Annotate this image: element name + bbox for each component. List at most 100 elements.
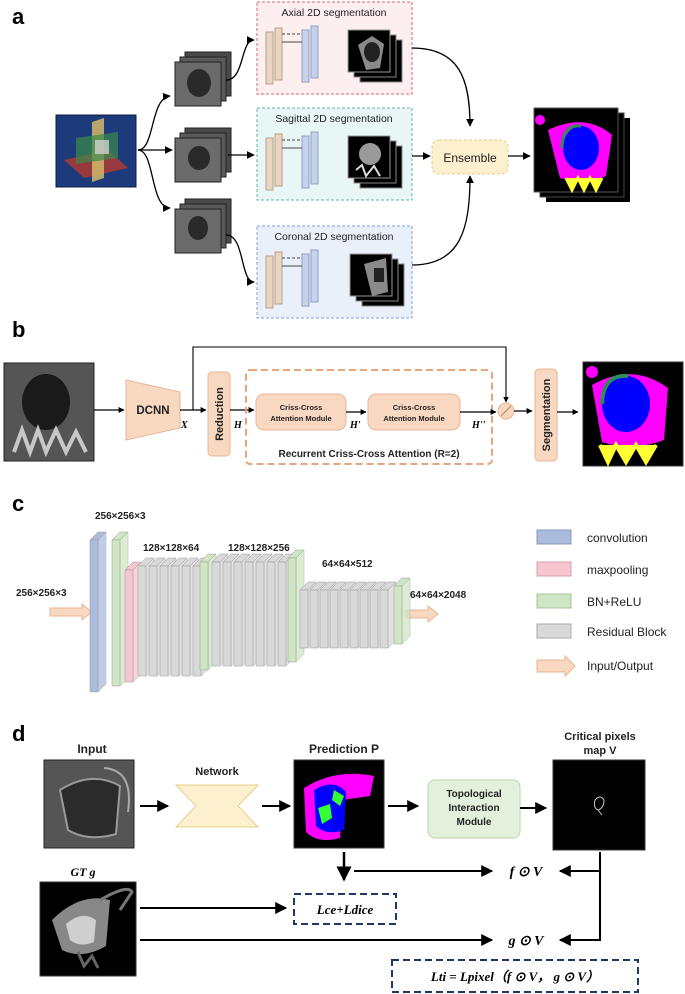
panel-label-a: a — [12, 4, 25, 29]
volume-3d-thumbnail — [55, 114, 137, 188]
sagittal-segmentation-box: Sagittal 2D segmentation — [256, 107, 413, 201]
gt-image — [39, 881, 137, 977]
coronal-segmentation-box: Coronal 2D segmentation — [256, 225, 413, 319]
residual-block — [379, 581, 397, 649]
loss-ce-dice-label: Lce+Ldice — [316, 902, 374, 917]
svg-text:Residual Block: Residual Block — [587, 625, 667, 639]
topological-interaction-module: Topological Interaction Module — [427, 779, 521, 839]
cca2-line2: Attention Module — [383, 414, 444, 423]
arrow-critical-fv — [558, 852, 601, 877]
output-segmentation-b — [582, 361, 684, 467]
coronal-encoder-blocks — [265, 249, 319, 309]
prediction-image — [293, 759, 385, 849]
critical-title-line2: map V — [583, 745, 617, 757]
coronal-slice-stack — [174, 198, 232, 254]
axial-label: Axial 2D segmentation — [281, 7, 386, 19]
sagittal-slice-stack — [174, 127, 232, 183]
axial-output-slices — [347, 29, 403, 83]
arrow-axial-net — [225, 36, 255, 81]
arrow-to-axial — [137, 92, 171, 151]
legend-maxpooling: maxpooling — [536, 561, 648, 577]
axial-encoder-blocks — [265, 25, 319, 85]
conv-block — [89, 531, 107, 693]
panel-a: a — [12, 1, 630, 319]
sagittal-output-slices — [347, 135, 403, 189]
svg-text:convolution: convolution — [587, 531, 648, 545]
loss-ti-label: Lti = Lpixel（f ⊙ V， g ⊙ V） — [430, 969, 599, 984]
coronal-label: Coronal 2D segmentation — [274, 231, 393, 243]
legend-c: convolution maxpooling BN+ReLU Residual … — [536, 529, 667, 678]
f-dot-v-label: f ⊙ V — [510, 865, 544, 880]
output-dim-label: 64×64×2048 — [410, 590, 467, 601]
network-shape — [174, 784, 260, 828]
segmentation-label: Segmentation — [541, 378, 553, 451]
feature-x-label: X — [180, 420, 188, 431]
conv-dim-label: 256×256×3 — [95, 511, 146, 522]
arrow-coronal-net — [225, 234, 255, 286]
legend-convolution: convolution — [536, 529, 648, 545]
concat-icon — [497, 402, 515, 420]
reduction-label: Reduction — [214, 387, 226, 441]
cca2-line1: Criss-Cross — [393, 403, 436, 412]
loss-ce-dice-box: Lce+Ldice — [293, 893, 397, 925]
segmentation-block: Segmentation — [534, 368, 558, 462]
critical-title-line1: Critical pixels — [564, 731, 636, 743]
final-3d-segmentation — [533, 107, 630, 202]
resnet-architecture — [89, 531, 411, 693]
critical-pixels-map — [552, 759, 646, 851]
input-image-d — [43, 759, 135, 849]
dcnn-label: DCNN — [136, 405, 169, 417]
sagittal-label: Sagittal 2D segmentation — [275, 113, 392, 125]
axial-segmentation-box: Axial 2D segmentation — [256, 1, 413, 95]
arrow-critical-gv — [558, 871, 601, 946]
svg-text:maxpooling: maxpooling — [587, 563, 648, 577]
loss-ti-box: Lti = Lpixel（f ⊙ V， g ⊙ V） — [391, 959, 639, 993]
prediction-title: Prediction P — [309, 742, 379, 756]
arrow-to-coronal — [137, 149, 171, 212]
stage2-dim-label: 128×128×256 — [228, 543, 290, 554]
feature-h-label: H — [233, 420, 243, 431]
svg-text:BN+ReLU: BN+ReLU — [587, 595, 641, 609]
arrow-coronal-ensemble — [411, 175, 474, 266]
arrow-axial-ensemble — [411, 47, 474, 127]
output-arrow-c — [405, 604, 439, 624]
stage1-dim-label: 128×128×64 — [143, 543, 200, 554]
cca1-line1: Criss-Cross — [280, 403, 323, 412]
ensemble-label: Ensemble — [443, 151, 497, 165]
cca1-line2: Attention Module — [270, 414, 331, 423]
svg-text:Module: Module — [457, 817, 492, 828]
legend-input-output: Input/Output — [536, 654, 654, 678]
feature-hdprime-label: H'' — [471, 420, 486, 431]
stage3-dim-label: 64×64×512 — [322, 559, 373, 570]
skip-connection — [192, 346, 509, 410]
svg-text:Input/Output: Input/Output — [587, 659, 654, 673]
coronal-output-slices — [349, 253, 405, 307]
g-dot-v-label: g ⊙ V — [507, 934, 545, 949]
panel-c: c 256×256×3 256×256×3 128×128×64 128×128… — [12, 491, 667, 693]
legend-residual-block: Residual Block — [536, 623, 667, 639]
legend-bn-relu: BN+ReLU — [536, 593, 641, 609]
rcca-label: Recurrent Criss-Cross Attention (R=2) — [278, 449, 459, 460]
dcnn-block: DCNN — [125, 379, 181, 441]
input-dim-label: 256×256×3 — [16, 588, 67, 599]
input-arrow-c — [49, 602, 93, 622]
input-ct-image-b — [3, 362, 95, 462]
sagittal-encoder-blocks — [265, 131, 319, 191]
cca-module-1: Criss-Cross Attention Module — [255, 393, 347, 431]
bn-relu-block — [393, 577, 411, 645]
panel-label-d: d — [12, 721, 25, 746]
gt-title: GT g — [71, 865, 96, 879]
feature-hprime-label: H' — [349, 420, 361, 431]
ensemble-box: Ensemble — [431, 139, 509, 175]
panel-d: d Input Network Prediction P Topological… — [12, 721, 646, 993]
svg-text:Topological: Topological — [446, 789, 502, 800]
panel-label-b: b — [12, 317, 25, 342]
reduction-block: Reduction — [207, 371, 231, 457]
network-title: Network — [195, 766, 239, 778]
svg-text:Interaction: Interaction — [448, 803, 499, 814]
panel-label-c: c — [12, 491, 24, 516]
panel-b: b DCNN X Reduction H Recurrent Criss-Cro… — [3, 317, 684, 467]
cca-module-2: Criss-Cross Attention Module — [367, 393, 461, 431]
rcca-dashed-box: Recurrent Criss-Cross Attention (R=2) — [245, 369, 493, 465]
